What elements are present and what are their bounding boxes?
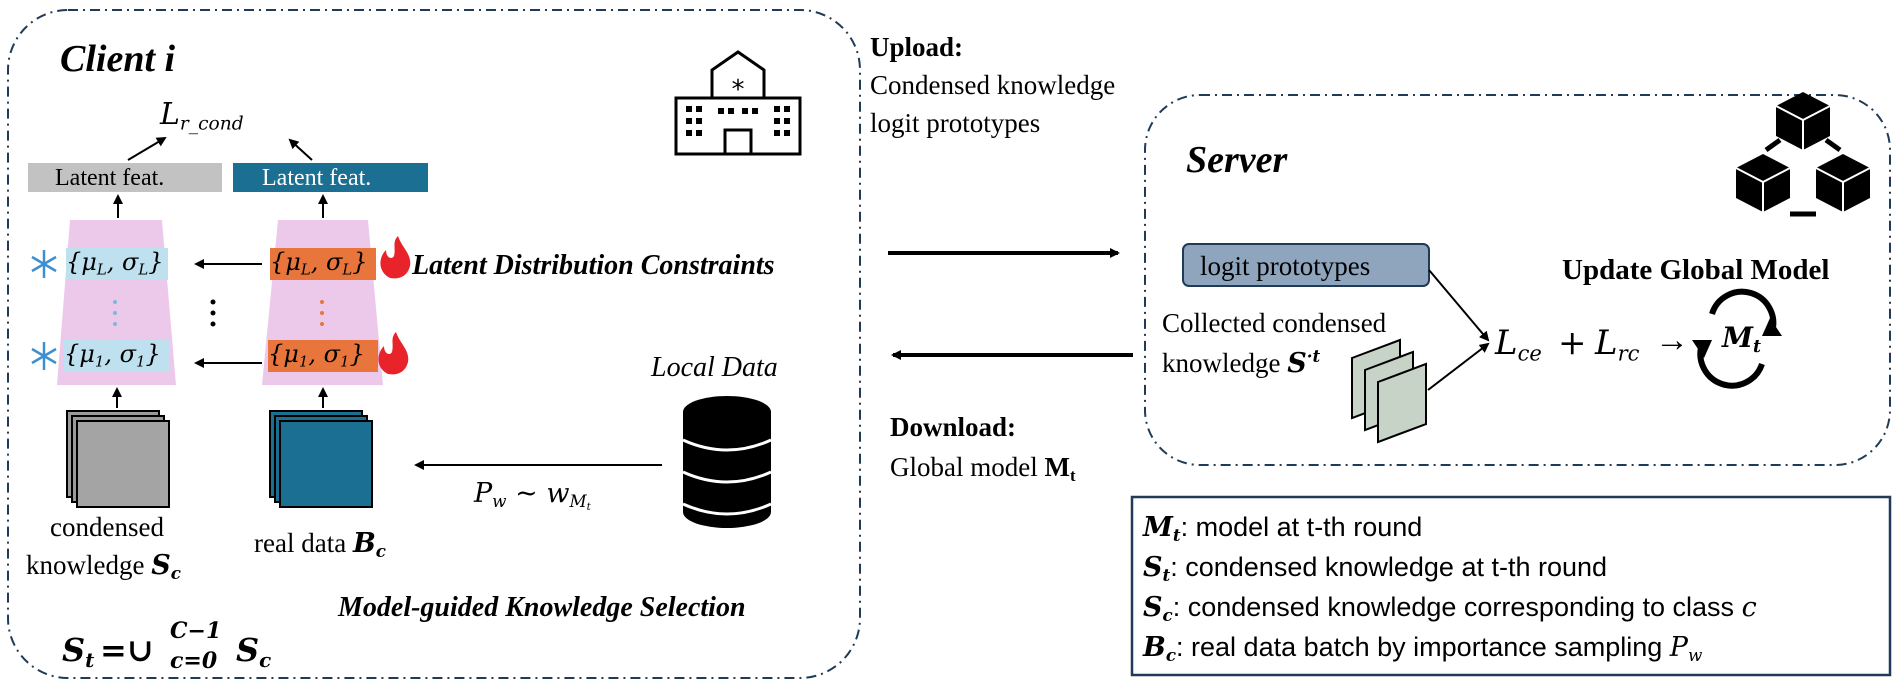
latent-box-right	[233, 163, 428, 192]
server-title: Server	[1186, 139, 1288, 181]
latent-feat-left-label: Latent feat.	[55, 165, 165, 191]
building-icon: *	[674, 50, 802, 156]
arrow-collected-to-loss	[1427, 342, 1490, 391]
refresh-arrowhead	[1762, 318, 1782, 336]
server-collected-stack	[1351, 338, 1427, 444]
upload-line-1: Condensed knowledge	[870, 70, 1116, 100]
model-symbol: Mt	[1722, 321, 1762, 358]
selection-label: Model-guided Knowledge Selection	[338, 592, 746, 623]
database-icon	[682, 396, 772, 528]
loss-ce: Lce	[1495, 323, 1542, 366]
loss-arrow: →	[1655, 322, 1689, 359]
cubes-icon-lines	[1735, 105, 1871, 212]
upload-title: Upload:	[870, 32, 964, 62]
condensed-label-2: knowledge Sc	[26, 550, 181, 584]
fire-icon	[378, 332, 409, 375]
union-rhs: Sc	[236, 631, 272, 672]
stat-strip-right-1	[268, 340, 378, 372]
arrow-logit-to-loss	[1428, 269, 1490, 342]
real-data-stack	[269, 410, 373, 508]
union-top: C−1	[170, 618, 222, 644]
client-frame	[7, 9, 861, 679]
refresh-icon	[1697, 288, 1777, 389]
legend-item: Mt: model at t-th round	[1143, 512, 1423, 546]
stat-right-L: {μL, σL}	[270, 248, 368, 279]
snowflake-icon	[31, 250, 57, 278]
condensed-label-1: condensed	[50, 512, 164, 542]
latent-constraints-label: Latent Distribution Constraints	[412, 250, 775, 281]
union-eq: =∪	[100, 631, 154, 669]
condensed-stack	[66, 410, 170, 508]
collected-label-1: Collected condensed	[1162, 308, 1387, 338]
dots-left	[113, 300, 117, 326]
cubes-icon	[1736, 92, 1870, 217]
svg-text:*: *	[732, 75, 745, 105]
legend-item: Sc: condensed knowledge corresponding to…	[1143, 592, 1757, 626]
snowflake-icon	[31, 342, 57, 370]
union-formula: St	[62, 631, 95, 672]
arrow-latent-left-loss	[127, 136, 167, 161]
building-windows	[686, 106, 790, 136]
legend-frame	[1130, 495, 1892, 677]
arrow-latent-right-loss	[288, 138, 313, 161]
loss-r-cond: Lr_cond	[160, 97, 244, 135]
dots-right	[320, 300, 324, 326]
latent-box-left	[28, 163, 222, 192]
stat-left-L: {μL, σL}	[66, 248, 164, 279]
logit-box-label: logit prototypes	[1200, 251, 1371, 281]
client-title: Client i	[60, 38, 176, 80]
latent-feat-right-label: Latent feat.	[262, 165, 372, 191]
stat-strip-right-L	[270, 248, 376, 280]
collected-label-2: knowledge S·t	[1162, 346, 1321, 380]
legend-item: Bc: real data batch by importance sampli…	[1143, 632, 1703, 666]
loss-rc: Lrc	[1595, 323, 1640, 366]
stat-strip-left-L	[66, 248, 168, 280]
server-frame	[1144, 94, 1891, 466]
union-bottom: c=0	[170, 648, 218, 674]
dots-middle	[210, 299, 216, 327]
stat-left-1: {μ1, σ1}	[64, 340, 161, 371]
legend-item: St: condensed knowledge at t-th round	[1143, 552, 1608, 586]
update-label: Update Global Model	[1562, 254, 1830, 286]
stat-right-1: {μ1, σ1}	[268, 340, 365, 371]
local-data-label: Local Data	[651, 352, 778, 383]
download-line: Global model Mt	[890, 452, 1076, 486]
refresh-arrowhead	[1692, 340, 1712, 358]
logit-box	[1182, 243, 1430, 287]
sampling-formula: Pw ~ wMt	[474, 478, 591, 514]
fire-icon	[380, 236, 411, 279]
upload-line-2: logit prototypes	[870, 108, 1041, 138]
download-title: Download:	[890, 412, 1017, 442]
real-data-label: real data Bc	[254, 528, 386, 562]
stat-strip-left-1	[64, 340, 170, 372]
loss-plus: +	[1558, 323, 1587, 363]
